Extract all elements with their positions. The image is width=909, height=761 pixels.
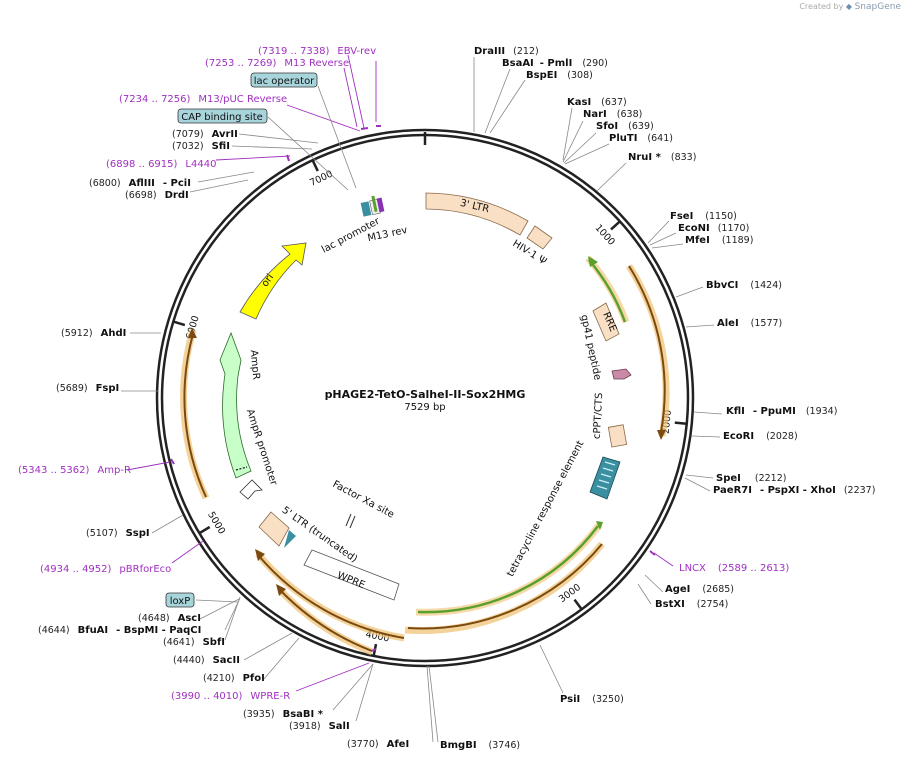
enzyme-sbfi[interactable]: (4641)SbfI <box>163 637 225 648</box>
enzyme-mfei[interactable]: MfeI(1189) <box>685 235 753 246</box>
enzyme-draiii[interactable]: DraIII(212) <box>474 46 539 57</box>
enzyme-bspei[interactable]: BspEI(308) <box>526 70 593 81</box>
primer-l4440[interactable]: (6898 .. 6915)L4440 <box>106 159 216 170</box>
scale-tick-mark <box>172 320 186 327</box>
enzyme-afliii[interactable]: (6800)AflIII- PciI <box>89 178 191 189</box>
enzyme-nrui[interactable]: NruI *(833) <box>628 152 696 163</box>
primer-amp-r[interactable]: (5343 .. 5362)Amp-R <box>18 465 131 476</box>
orf-right-arrow <box>628 265 666 433</box>
feature-factorxa-label: Factor Xa site <box>331 479 396 521</box>
enzyme-kfli[interactable]: KflI- PpuMI(1934) <box>726 406 837 417</box>
feature-ampr-label: AmpR <box>248 349 262 380</box>
primer-labels: (7319 .. 7338)EBV-rev (7253 .. 7269)M13 … <box>18 46 789 702</box>
box-lac-operator-label: lac operator <box>254 76 315 87</box>
box-lac-operator[interactable]: lac operator <box>250 72 318 88</box>
scale-tick-mark <box>198 525 211 535</box>
orf-right-arrowhead <box>657 430 666 440</box>
primer-m13-reverse[interactable]: (7253 .. 7269)M13 Reverse <box>205 58 349 69</box>
orf-left-arrowhead <box>188 328 197 338</box>
feature-cppt-label: cPPT/CTS <box>592 392 605 439</box>
enzyme-fsei[interactable]: FseI(1150) <box>670 211 737 222</box>
plasmid-size: 7529 bp <box>404 402 445 413</box>
primer-leaders <box>126 54 674 692</box>
enzyme-ecori[interactable]: EcoRI(2028) <box>723 431 798 442</box>
scale-tick-mark <box>573 598 583 611</box>
box-leaders <box>195 85 357 603</box>
feature-cppt-cts[interactable]: cPPT/CTS <box>592 392 628 448</box>
scale-tick-mark <box>311 159 319 172</box>
box-loxp[interactable]: loxP <box>165 592 195 608</box>
enzyme-bsaai[interactable]: BsaAI- PmlI(290) <box>502 58 608 69</box>
primer-lncx[interactable]: LNCX(2589 .. 2613) <box>679 563 789 574</box>
feature-tre-block[interactable] <box>589 456 621 500</box>
enzyme-kasi[interactable]: KasI(637) <box>567 97 627 108</box>
enzyme-spei[interactable]: SpeI(2212) <box>716 473 786 484</box>
feature-amprpromoter-label: AmpR promoter <box>244 408 279 488</box>
rre-orf-arrowhead <box>588 256 598 267</box>
orf-bottomleft-arrowhead <box>255 549 265 561</box>
enzyme-fspi[interactable]: (5689)FspI <box>56 383 119 394</box>
enzyme-sfoi[interactable]: SfoI(639) <box>596 121 654 132</box>
feature-factor-xa[interactable]: Factor Xa site <box>331 479 396 529</box>
enzyme-asci[interactable]: (4648)AscI <box>138 613 201 624</box>
enzyme-sspi[interactable]: (5107)SspI <box>86 528 150 539</box>
enzyme-paer7i[interactable]: PaeR7I- PspXI - XhoI(2237) <box>713 485 875 496</box>
plasmid-name: pHAGE2-TetO-SalheI-II-Sox2HMG <box>325 388 526 401</box>
scale-tick-label: 7000 <box>308 169 335 189</box>
enzyme-bsabi[interactable]: (3935)BsaBI * <box>243 709 324 720</box>
enzyme-labels: DraIII(212) BsaAI- PmlI(290) BspEI(308) … <box>38 46 875 751</box>
enzyme-ahdi[interactable]: (5912)AhdI <box>61 328 126 339</box>
enzyme-afei[interactable]: (3770)AfeI <box>347 739 409 750</box>
enzyme-psii[interactable]: PsiI(3250) <box>560 694 624 705</box>
orf-bottomleft-arrow <box>258 555 405 639</box>
enzyme-alei[interactable]: AleI(1577) <box>717 318 782 329</box>
feature-3ltr[interactable]: 3' LTR <box>425 192 529 236</box>
enzyme-avrii[interactable]: (7079)AvrII <box>172 129 238 140</box>
primer-m13-puc-reverse[interactable]: (7234 .. 7256)M13/pUC Reverse <box>119 94 287 105</box>
tre-orf-arrow <box>417 525 600 614</box>
enzyme-nari[interactable]: NarI(638) <box>583 109 642 120</box>
creator-prefix: Created by <box>799 2 844 11</box>
feature-lac-block[interactable]: lac promoter M13 rev <box>320 195 409 256</box>
box-cap-label: CAP binding site <box>181 112 263 123</box>
feature-ampr[interactable]: AmpR <box>219 331 262 479</box>
tre-orf-arrowhead <box>596 521 603 530</box>
enzyme-pluti[interactable]: PluTI(641) <box>609 133 673 144</box>
creator-credit: Created by ◆ SnapGene <box>799 2 901 12</box>
enzyme-drdi[interactable]: (6698)DrdI <box>125 190 189 201</box>
enzyme-bfuai[interactable]: (4644)BfuAI- BspMI - PaqCI <box>38 625 201 636</box>
scale-tick-mark <box>610 220 621 231</box>
enzyme-sacii[interactable]: (4440)SacII <box>173 655 240 666</box>
scale-tick-label: 5000 <box>205 510 227 536</box>
feature-ampr-promoter[interactable]: AmpR promoter <box>239 408 279 500</box>
primer-wpre-r[interactable]: (3990 .. 4010)WPRE-R <box>171 691 290 702</box>
box-loxp-label: loxP <box>170 596 191 607</box>
enzyme-pfoi[interactable]: (4210)PfoI <box>203 673 265 684</box>
enzyme-leaders <box>121 57 723 743</box>
orf-left-highlight <box>180 329 210 500</box>
enzyme-sali[interactable]: (3918)SalI <box>289 721 350 732</box>
orf-bottom-arrow <box>407 543 603 630</box>
enzyme-bmgbi[interactable]: BmgBI(3746) <box>440 740 520 751</box>
enzyme-econi[interactable]: EcoNI(1170) <box>678 223 749 234</box>
creator-brand: SnapGene <box>854 2 901 12</box>
orf-bottomleft2-arrow <box>280 590 373 652</box>
enzyme-bbvci[interactable]: BbvCI(1424) <box>706 280 782 291</box>
snapgene-logo-icon: ◆ <box>845 2 853 11</box>
scale-tick-mark <box>674 421 687 426</box>
primer-ebv-rev[interactable]: (7319 .. 7338)EBV-rev <box>258 46 376 57</box>
enzyme-bstxi[interactable]: BstXI(2754) <box>655 599 728 610</box>
orf-left-arrow <box>183 333 207 498</box>
enzyme-agei[interactable]: AgeI(2685) <box>665 584 734 595</box>
orf-bottomleft2-arrowhead <box>276 584 286 596</box>
feature-rre[interactable]: RRE <box>592 302 620 342</box>
box-cap-binding-site[interactable]: CAP binding site <box>177 108 268 124</box>
primer-pbrforeco[interactable]: (4934 .. 4952)pBRforEco <box>40 564 171 575</box>
feature-ori[interactable]: ori <box>239 242 307 320</box>
enzyme-sfii[interactable]: (7032)SfiI <box>172 141 230 152</box>
